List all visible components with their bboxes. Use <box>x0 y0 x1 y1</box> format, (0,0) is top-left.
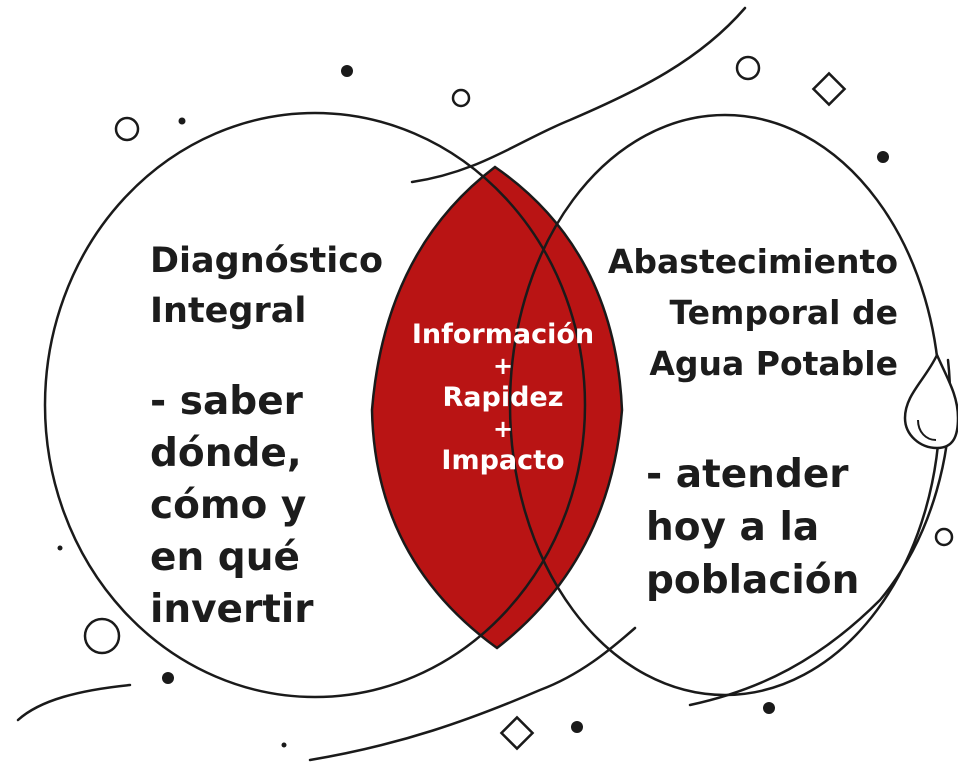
left-circle <box>43 111 587 699</box>
dot-icon <box>763 702 775 714</box>
ring-icon <box>735 55 761 81</box>
left-body-line: en qué <box>150 535 300 580</box>
dot-icon <box>571 721 583 733</box>
left-title-line: Diagnóstico <box>150 241 384 281</box>
left-body-line: invertir <box>150 587 314 632</box>
dot-icon <box>57 545 63 551</box>
right-circle-title: Abastecimiento Temporal de Agua Potable <box>608 236 898 389</box>
right-title-line: Temporal de <box>669 293 898 332</box>
diamond-icon <box>811 71 847 107</box>
ring-icon <box>83 617 121 655</box>
left-body-line: cómo y <box>150 483 307 528</box>
dot-icon <box>341 65 353 77</box>
left-body-line: - saber <box>150 379 303 424</box>
dot-icon <box>877 151 889 163</box>
left-circle-body: - saber dónde, cómo y en qué invertir <box>150 376 313 636</box>
dot-icon <box>281 742 287 748</box>
water-drop-highlight <box>917 419 937 441</box>
intersection-plus: + <box>492 352 514 380</box>
ring-icon <box>451 88 471 108</box>
ring-icon <box>114 116 140 142</box>
intersection-line: Rapidez <box>442 382 564 413</box>
right-title-line: Abastecimiento <box>607 242 898 281</box>
right-body-line: población <box>646 558 860 603</box>
right-body-line: hoy a la <box>646 505 820 550</box>
intersection-line: Impacto <box>441 445 565 476</box>
dot-icon <box>178 117 186 125</box>
right-title-line: Agua Potable <box>649 344 898 383</box>
intersection-text: Información + Rapidez + Impacto <box>378 318 628 477</box>
left-bottom-swoosh-line <box>16 683 132 722</box>
intersection-plus: + <box>492 415 514 443</box>
intersection-line: Información <box>411 319 595 350</box>
right-circle-body: - atender hoy a la población <box>646 448 859 607</box>
left-body-line: dónde, <box>150 431 302 476</box>
right-body-line: - atender <box>646 452 849 497</box>
ring-icon <box>934 527 954 547</box>
bottom-swoosh-line <box>308 626 637 762</box>
left-circle-title: Diagnóstico Integral <box>150 236 383 336</box>
dot-icon <box>162 672 174 684</box>
diamond-icon <box>499 715 535 751</box>
top-swoosh-line <box>410 6 747 184</box>
left-title-line: Integral <box>150 291 307 331</box>
